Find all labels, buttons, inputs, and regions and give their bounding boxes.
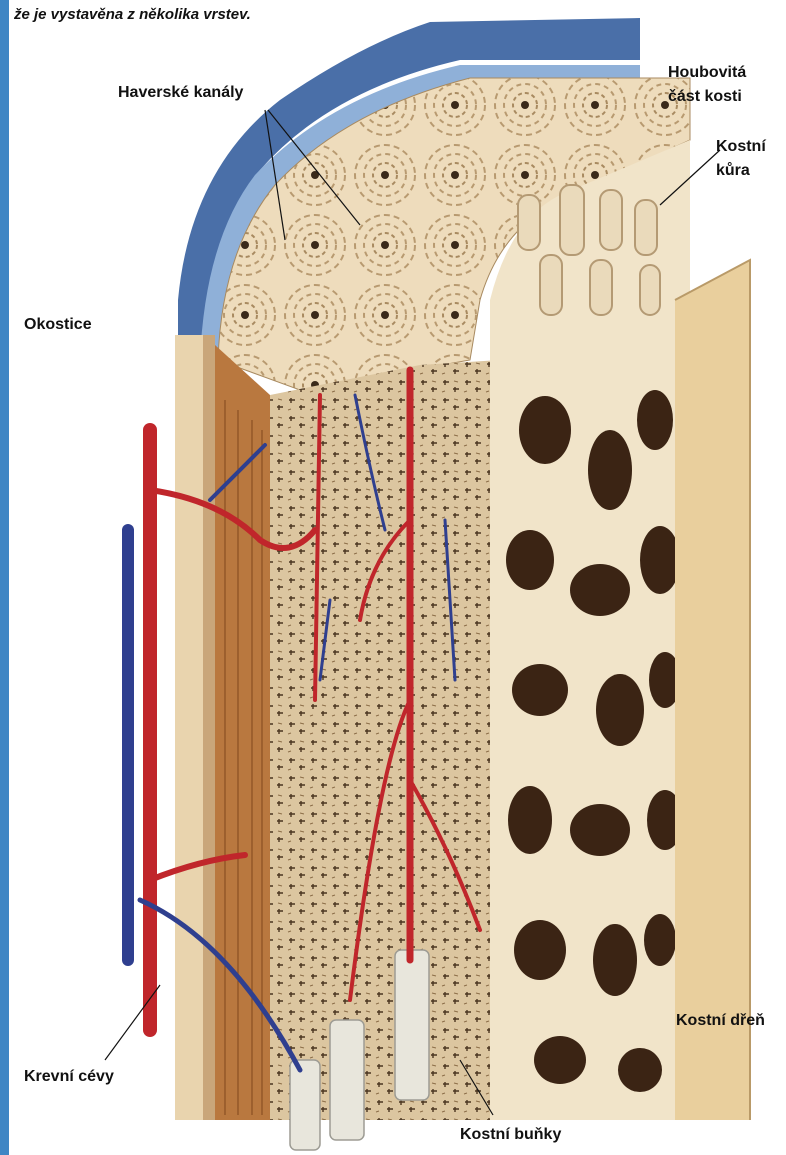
bone-side-face: [675, 260, 750, 1120]
compact-bone-front: [270, 360, 500, 1120]
label-spongy-bone-line2: část kosti: [668, 86, 742, 108]
periosteum-front: [175, 335, 207, 1120]
label-bone-marrow: Kostní dřeň: [676, 1010, 765, 1032]
label-cortex-line1: Kostní: [716, 136, 766, 158]
label-bone-cells: Kostní buňky: [460, 1124, 561, 1146]
label-blood-vessels: Krevní cévy: [24, 1066, 114, 1088]
periosteum-front-shade: [203, 335, 215, 1120]
label-spongy-bone-line1: Houbovitá: [668, 62, 746, 84]
label-cortex-line2: kůra: [716, 160, 750, 182]
label-periosteum: Okostice: [24, 314, 92, 336]
label-haversian-canals: Haverské kanály: [118, 82, 243, 104]
